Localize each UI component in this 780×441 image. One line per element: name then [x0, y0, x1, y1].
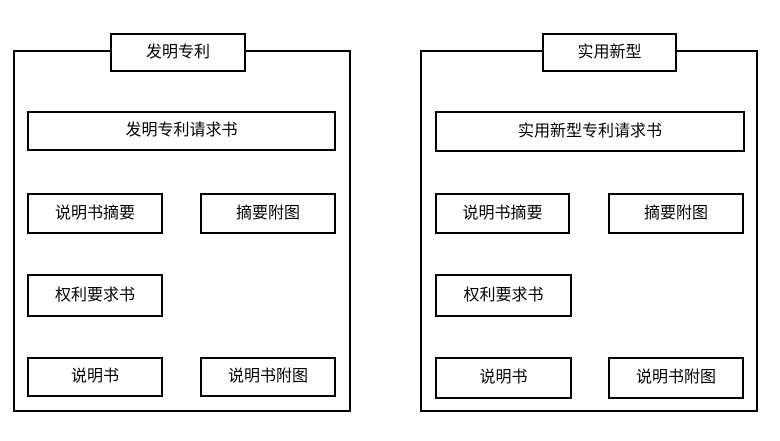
- invention-specification-figure-box: 说明书附图: [200, 357, 336, 397]
- invention-specification-box: 说明书: [27, 357, 163, 397]
- invention-patent-title-box: 发明专利: [110, 33, 246, 72]
- invention-abstract-figure-box: 摘要附图: [200, 193, 336, 234]
- utility-claims-box: 权利要求书: [435, 274, 572, 317]
- utility-abstract-figure-box: 摘要附图: [608, 193, 744, 234]
- utility-model-title-box: 实用新型: [542, 33, 677, 72]
- invention-request-box: 发明专利请求书: [27, 111, 336, 151]
- utility-abstract-box: 说明书摘要: [435, 193, 570, 234]
- invention-claims-box: 权利要求书: [27, 274, 163, 317]
- utility-specification-figure-box: 说明书附图: [608, 357, 744, 399]
- utility-specification-box: 说明书: [435, 357, 572, 399]
- invention-abstract-box: 说明书摘要: [27, 193, 163, 234]
- utility-request-box: 实用新型专利请求书: [435, 111, 745, 152]
